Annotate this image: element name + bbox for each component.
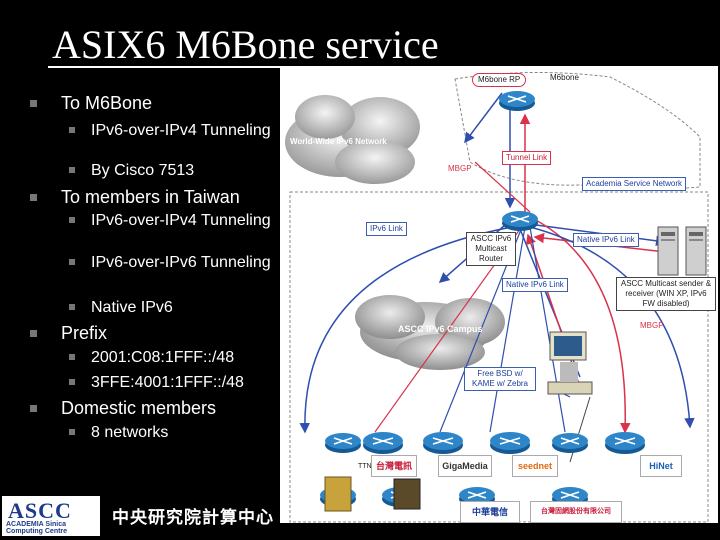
native-link-label: Native IPv6 Link [502,278,568,292]
bullet-square-icon [30,194,37,201]
ipv6-link-label: IPv6 Link [366,222,407,236]
campus-cloud [355,295,505,370]
tunnel-link-label: Tunnel Link [502,151,552,165]
bullet-square-icon [30,100,37,107]
academia-boundary [289,191,709,523]
bullet-square-icon [69,354,75,360]
router-icon [552,433,588,453]
router-icon [325,433,361,453]
ascc-router-label: ASCC IPv6 Multicast Router [466,232,516,266]
mbgp-label: MBGP [640,321,664,330]
member-logo: seednet [512,455,558,477]
bullet-square-icon [69,127,75,133]
ascc-sender-label: ASCC Multicast sender & receiver (WIN XP… [616,277,716,311]
m6bone-label: M6bone [550,73,579,82]
ascc-logo-text: ASCC [8,498,72,523]
diagram-graphics [285,71,709,523]
network-diagram: M6bone RP M6bone World-Wide IPv6 Network… [280,67,718,523]
ascc-logo [2,496,100,536]
org-name: 中央研究院計算中心 [112,508,274,527]
academia-network-label: Academia Service Network [582,177,687,191]
bullet-square-icon [69,167,75,173]
bullet-square-icon [69,429,75,435]
world-wide-label: World-Wide IPv6 Network [290,137,387,146]
slide-title: ASIX6 M6Bone service [52,22,439,67]
world-wide-cloud [285,95,420,184]
m6bone-rp-label: M6bone RP [472,73,527,87]
ascc-logo-subtext: ACADEMIA Sinica Computing Centre [6,521,68,535]
member-logo: 台灣電訊 [371,455,417,477]
bullet-square-icon [69,259,75,265]
bullet-square-icon [30,330,37,337]
freebsd-label: Free BSD w/ KAME w/ Zebra [464,367,536,391]
m6bone-boundary [454,71,701,190]
university-seal-icon [324,476,352,512]
bullet-square-icon [69,217,75,223]
bullet-list: To M6Bone IPv6-over-IPv4 Tunneling By Ci… [0,0,280,470]
workstation-icon [547,331,593,395]
bullet-square-icon [69,304,75,310]
campus-label: ASCC IPv6 Campus [398,324,483,334]
member-logo: HiNet [640,455,682,477]
server-icon [657,226,679,276]
member-logo: 中華電信 [460,501,520,523]
ttn-tag: TTN [358,463,372,470]
router-icon [605,432,645,454]
router-icon [502,211,538,231]
bullet-square-icon [30,405,37,412]
university-seal-icon [393,478,421,510]
router-icon [490,432,530,454]
router-icon [363,432,403,454]
router-icon [499,91,535,111]
bullet-square-icon [69,379,75,385]
router-icon [423,432,463,454]
member-logo: GigaMedia [438,455,492,477]
mbgp-label: MBGP [448,164,472,173]
server-icon [685,226,707,276]
member-logo: 台灣固網股份有限公司 [530,501,622,523]
native-link-label: Native IPv6 Link [573,233,639,247]
